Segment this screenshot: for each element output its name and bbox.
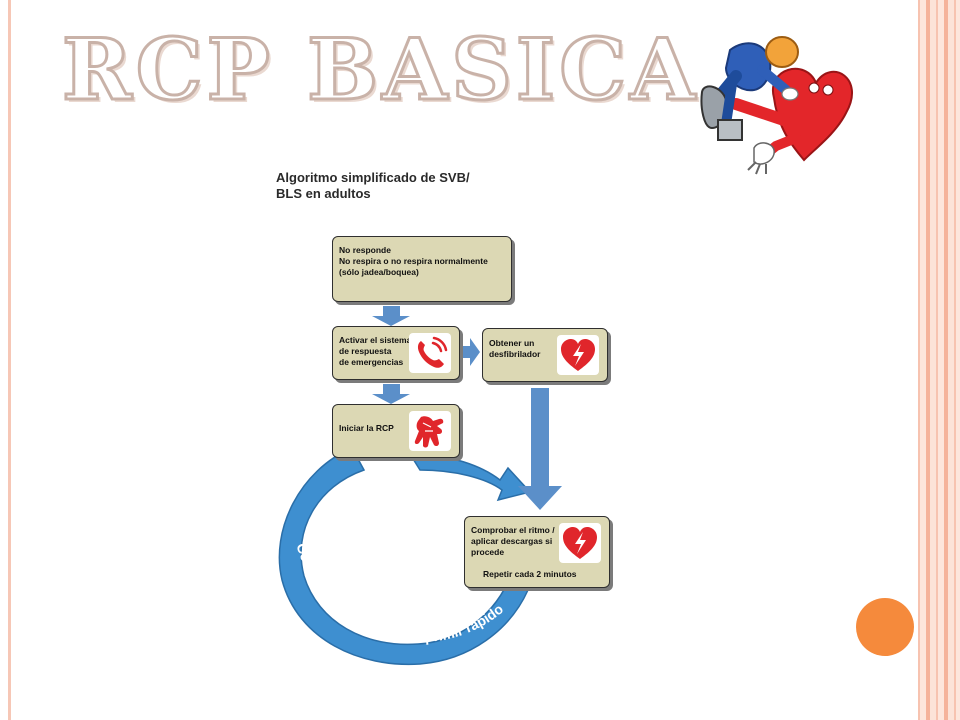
step-no-responde-line2: No respira o no respira normalmente: [339, 256, 488, 266]
arrow-down-1: [372, 306, 410, 326]
step-comprobar-text: Comprobar el ritmo / aplicar descargas s…: [471, 525, 555, 558]
algorithm-title-line2: BLS en adultos: [276, 186, 371, 201]
slide-frame-left: [8, 0, 11, 720]
cycle-separator: •: [377, 622, 387, 639]
step-comprobar-line2: aplicar descargas si: [471, 536, 553, 546]
defibrillator-heart-icon: [557, 335, 599, 375]
arrow-down-2: [372, 384, 410, 404]
hands-icon: [409, 411, 451, 451]
cycle-arrow-head: [408, 453, 532, 502]
step-activar-line1: Activar el sistema: [339, 335, 412, 345]
step-no-responde: No responde No respira o no respira norm…: [332, 236, 512, 302]
slide-title: RCP BASICA: [60, 20, 700, 119]
cycle-ring: [278, 447, 530, 666]
step-comprobar-line4: Repetir cada 2 minutos: [483, 569, 577, 579]
step-comprobar-line1: Comprobar el ritmo /: [471, 525, 555, 535]
step-activar-text: Activar el sistema de respuesta de emerg…: [339, 335, 411, 368]
step-obtener-line1: Obtener un: [489, 338, 535, 348]
step-comprobar-ritmo: Comprobar el ritmo / aplicar descargas s…: [464, 516, 610, 588]
step-activar-line2: de respuesta: [339, 346, 392, 356]
step-iniciar-line1: Iniciar la RCP: [339, 423, 394, 433]
cpr-clipart-icon: [700, 36, 853, 175]
step-comprobar-line3: procede: [471, 547, 505, 557]
step-no-responde-line3: (sólo jadea/boquea): [339, 267, 419, 277]
arrow-down-long: [518, 388, 562, 510]
step-obtener-text: Obtener un desfibrilador: [489, 338, 540, 360]
orange-accent-dot: [856, 598, 914, 656]
slide-frame-right: [918, 0, 960, 720]
step-activar-sistema: Activar el sistema de respuesta de emerg…: [332, 326, 460, 380]
step-activar-line3: de emergencias: [339, 357, 404, 367]
phone-icon: [409, 333, 451, 373]
algorithm-title: Algoritmo simplificado de SVB/ BLS en ad…: [276, 170, 470, 202]
defibrillator-heart-icon: [559, 523, 601, 563]
step-no-responde-text: No responde No respira o no respira norm…: [339, 245, 488, 278]
arrow-right: [462, 338, 480, 366]
algorithm-title-line1: Algoritmo simplificado de SVB/: [276, 170, 470, 185]
step-obtener-line2: desfibrilador: [489, 349, 541, 359]
step-obtener-desfibrilador: Obtener un desfibrilador: [482, 328, 608, 382]
step-iniciar-rcp: Iniciar la RCP: [332, 404, 460, 458]
step-no-responde-line1: No responde: [339, 245, 391, 255]
